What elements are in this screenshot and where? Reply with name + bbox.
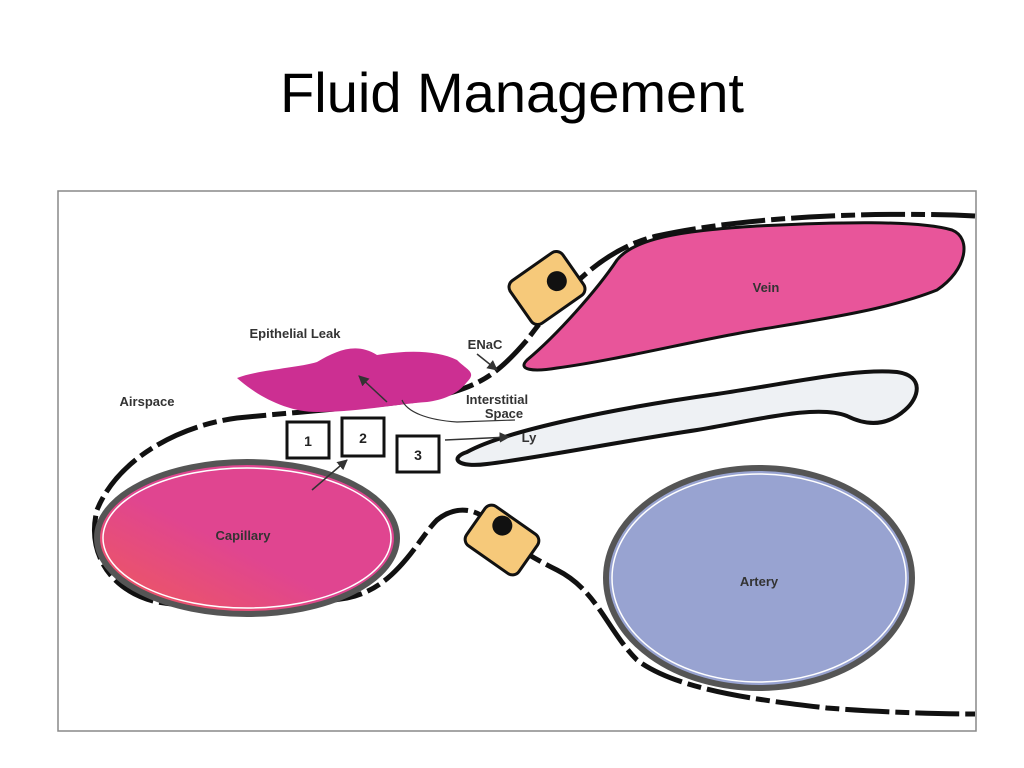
interstitial-space-region	[455, 369, 919, 467]
capillary-filtration-arrow	[311, 459, 348, 491]
artery-vessel	[603, 465, 915, 691]
vein-shape	[522, 221, 966, 372]
airspace-label: Airspace	[120, 394, 175, 409]
vein-label: Vein	[753, 280, 780, 295]
lung-fluid-diagram: 1 2 3 Vein Epithelial Leak ENaC Airspace…	[57, 190, 977, 732]
enac-arrow	[476, 353, 498, 371]
epithelial-leak-label: Epithelial Leak	[249, 326, 341, 341]
enac-label: ENaC	[468, 337, 503, 352]
artery-wall-inner	[611, 473, 907, 683]
lymph-arrow	[444, 432, 511, 443]
capillary-wall-inner	[102, 467, 392, 609]
box-2-label: 2	[359, 430, 367, 446]
box-3-label: 3	[414, 447, 422, 463]
slide-title: Fluid Management	[280, 61, 744, 124]
epithelial-leak-blob	[237, 348, 472, 412]
interstitial-space-label-2: Space	[485, 406, 523, 421]
lymphatic-label: Ly	[522, 430, 537, 445]
box-1-label: 1	[304, 433, 312, 449]
epithelial-cell-lower	[463, 503, 541, 577]
numbered-box-3: 3	[395, 434, 441, 474]
leak-arrow	[358, 375, 388, 403]
capillary-label: Capillary	[216, 528, 272, 543]
interstitial-space-label-1: Interstitial	[466, 392, 528, 407]
epithelial-cell-upper	[507, 249, 587, 327]
artery-label: Artery	[740, 574, 779, 589]
interstitial-pointer-line	[401, 399, 516, 423]
numbered-box-1: 1	[285, 420, 331, 460]
numbered-box-2: 2	[340, 416, 386, 458]
capillary-vessel	[94, 459, 400, 617]
